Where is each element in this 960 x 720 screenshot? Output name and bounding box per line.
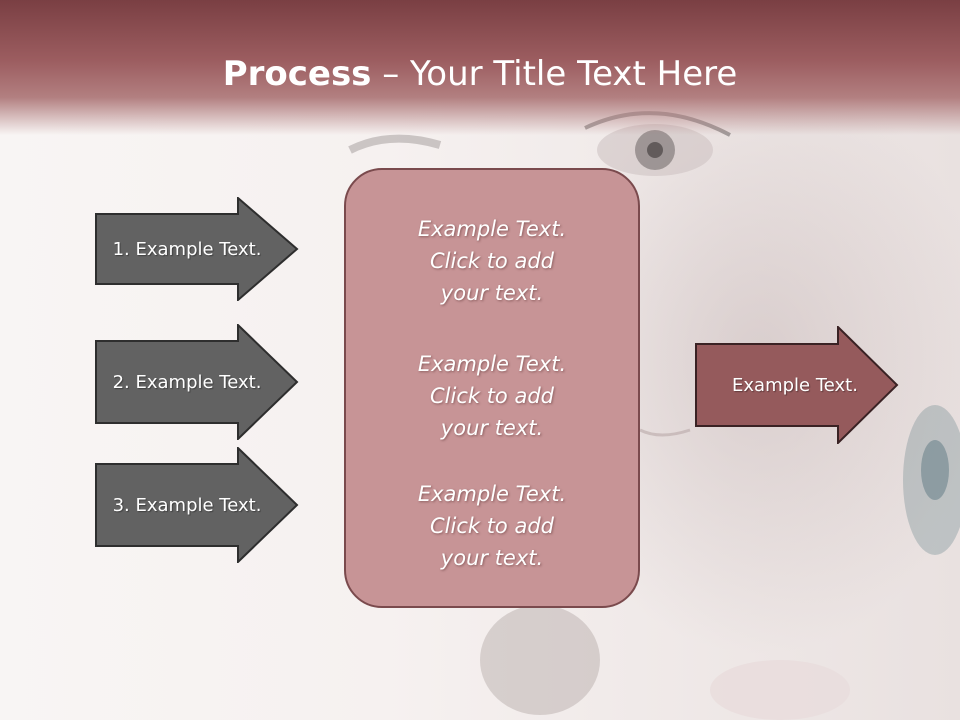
step-arrow-2[interactable]: 2. Example Text. <box>95 324 299 440</box>
step-arrow-3[interactable]: 3. Example Text. <box>95 447 299 563</box>
arrow-shape <box>95 197 299 301</box>
step-arrow-label: 3. Example Text. <box>112 494 262 516</box>
paragraph-line: Click to add <box>429 384 554 408</box>
center-paragraph-3: Example Text. Click to add your text. <box>344 478 640 574</box>
arrow-shape <box>95 324 299 440</box>
paragraph-line: your text. <box>440 546 544 570</box>
step-arrow-1[interactable]: 1. Example Text. <box>95 197 299 301</box>
paragraph-line: Example Text. <box>417 217 567 241</box>
result-arrow[interactable]: Example Text. <box>695 326 899 444</box>
step-arrow-label: 1. Example Text. <box>112 238 262 260</box>
paragraph-line: your text. <box>440 281 544 305</box>
paragraph-line: Click to add <box>429 249 554 273</box>
title-bar <box>0 0 960 135</box>
slide-title[interactable]: Process – Your Title Text Here <box>0 52 960 96</box>
arrow-shape <box>695 326 899 444</box>
center-paragraph-1: Example Text. Click to add your text. <box>344 213 640 309</box>
step-arrow-label: 2. Example Text. <box>112 371 262 393</box>
paragraph-line: your text. <box>440 416 544 440</box>
paragraph-line: Click to add <box>429 514 554 538</box>
title-bold: Process <box>222 54 372 94</box>
paragraph-line: Example Text. <box>417 482 567 506</box>
paragraph-line: Example Text. <box>417 352 567 376</box>
arrow-shape <box>95 447 299 563</box>
result-arrow-label: Example Text. <box>732 374 858 396</box>
center-text-box[interactable] <box>344 168 640 608</box>
center-paragraph-2: Example Text. Click to add your text. <box>344 348 640 444</box>
title-rest: – Your Title Text Here <box>371 54 738 94</box>
